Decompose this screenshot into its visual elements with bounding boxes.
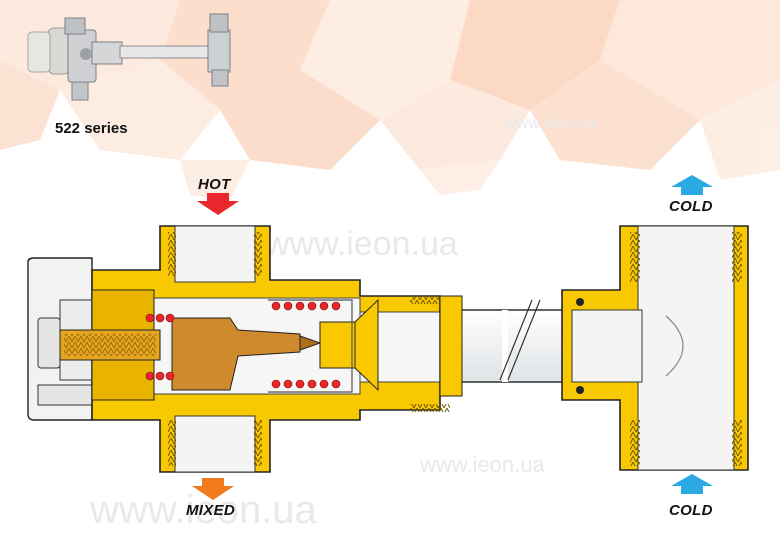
watermark-text: www.ieon.ua	[90, 488, 317, 532]
cold-bottom-label: COLD	[669, 502, 713, 519]
mixed-label: MIXED	[186, 502, 236, 519]
cold-bottom-arrow-icon	[671, 474, 713, 494]
series-label: 522 series	[55, 120, 128, 137]
watermark-text: www.ieon.ua	[505, 115, 596, 132]
hot-label: HOT	[198, 176, 231, 193]
thermostatic-cartridge	[59, 289, 379, 401]
watermark-text: www.ieon.ua	[420, 452, 545, 477]
cold-top-label: COLD	[669, 198, 713, 215]
cold-top-arrow-icon	[671, 175, 713, 195]
mixing-valve-photo-icon	[27, 13, 231, 101]
connecting-pipe	[439, 295, 573, 397]
watermark-text: www.ieon.ua	[265, 225, 458, 263]
mixed-arrow-icon	[192, 478, 234, 500]
hot-arrow-icon	[197, 193, 239, 215]
spring-coils	[145, 301, 341, 389]
cold-tee-fitting	[561, 225, 749, 471]
